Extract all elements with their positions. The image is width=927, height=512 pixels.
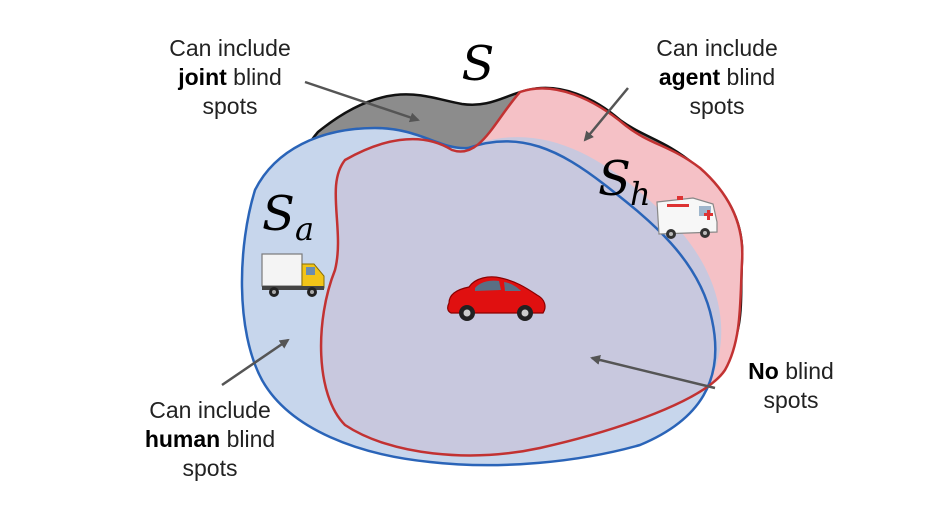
label-agent-blind-spots: Can include agent blind spots <box>617 34 817 121</box>
ambulance-icon <box>656 196 718 239</box>
agent-symbol: S a <box>262 186 314 248</box>
label-human-line2: human blind <box>105 425 315 454</box>
label-agent-line2: agent blind <box>617 63 817 92</box>
human-set-border <box>319 87 744 457</box>
label-none-bold: No <box>748 358 779 384</box>
label-joint-blind-spots: Can include joint blind spots <box>130 34 330 121</box>
label-joint-bold: joint <box>178 64 227 90</box>
truck-icon <box>261 253 325 297</box>
label-no-blind-spots: No blind spots <box>716 357 866 415</box>
label-human-bold: human <box>144 426 221 452</box>
arrow-none <box>590 355 716 390</box>
label-none-line1: No blind <box>716 357 866 386</box>
agent-set-border <box>240 126 717 467</box>
label-none-line2: spots <box>763 387 819 413</box>
label-agent-line1: Can include <box>656 35 778 61</box>
arrow-agent <box>583 87 629 142</box>
label-agent-bold: agent <box>658 64 721 90</box>
svg-text:S: S <box>262 186 295 242</box>
svg-text:S: S <box>598 151 631 207</box>
label-joint-rest: blind <box>226 64 282 90</box>
label-agent-rest: blind <box>720 64 776 90</box>
label-none-rest: blind <box>778 358 834 384</box>
human-symbol: S h <box>598 151 651 213</box>
universe-symbol: S <box>462 36 495 92</box>
label-human-blind-spots: Can include human blind spots <box>105 396 315 483</box>
label-human-rest: blind <box>220 426 276 452</box>
label-agent-line3: spots <box>689 93 745 119</box>
svg-text:a: a <box>295 210 314 248</box>
label-joint-line3: spots <box>202 93 258 119</box>
label-joint-line1: Can include <box>169 35 291 61</box>
svg-text:h: h <box>630 175 651 213</box>
label-joint-line2: joint blind <box>130 63 330 92</box>
label-human-line3: spots <box>182 455 238 481</box>
car-icon <box>447 276 546 321</box>
arrow-human <box>221 338 290 387</box>
arrow-joint <box>304 80 420 123</box>
label-human-line1: Can include <box>149 397 271 423</box>
